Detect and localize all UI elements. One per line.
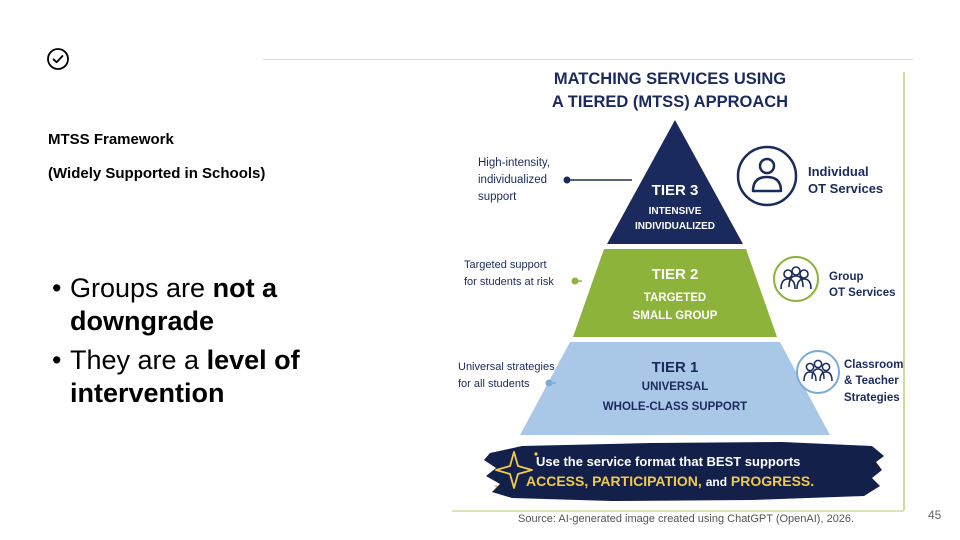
tier-2-left-label-2: for students at risk <box>464 276 554 288</box>
group-icon <box>773 256 819 302</box>
sparkle-icon <box>494 451 538 489</box>
page-number: 45 <box>928 508 942 522</box>
bullet-item: They are a level of intervention <box>52 344 352 410</box>
bullet-list: Groups are not a downgrade They are a le… <box>52 272 352 416</box>
tier-3-left-label-1: High-intensity, <box>478 157 550 169</box>
bullet-item: Groups are not a downgrade <box>52 272 352 338</box>
tier-3-desc1: INTENSIVE <box>649 206 702 217</box>
tier-1-name: TIER 1 <box>652 359 699 376</box>
header-divider <box>263 59 913 60</box>
tier-1-right-label-1: Classroom <box>844 359 903 371</box>
tier-2-left-label-1: Targeted support <box>464 259 547 271</box>
mtss-pyramid-graphic: MATCHING SERVICES USING A TIERED (MTSS) … <box>452 60 912 515</box>
graphic-title-line1: MATCHING SERVICES USING <box>554 70 786 88</box>
tier-2-desc1: TARGETED <box>644 292 706 304</box>
tier-3-left-label-3: support <box>478 191 517 203</box>
tier-3-name: TIER 3 <box>652 182 699 199</box>
banner-line2: ACCESS, PARTICIPATION, and PROGRESS. <box>526 473 814 489</box>
banner-line1: Use the service format that BEST support… <box>536 454 800 469</box>
tier-1-left-label-1: Universal strategies <box>458 361 555 373</box>
tier-1-shape <box>520 342 830 435</box>
tier-3-right-label-2: OT Services <box>808 181 883 196</box>
tier-1-desc1: UNIVERSAL <box>642 381 708 393</box>
tier-3-desc2: INDIVIDUALIZED <box>635 221 715 232</box>
checkmark-circle-icon <box>47 48 69 70</box>
tier-2-name: TIER 2 <box>652 266 699 283</box>
classroom-icon <box>796 350 840 394</box>
slide-subtitle: (Widely Supported in Schools) <box>48 165 266 182</box>
tier-1-left-label-2: for all students <box>458 378 530 390</box>
tier-2-shape <box>573 249 777 337</box>
tier-3-shape <box>607 120 743 244</box>
banner-brush <box>484 442 884 501</box>
tier-2-right-label-1: Group <box>829 271 864 283</box>
source-caption: Source: AI-generated image created using… <box>518 513 855 525</box>
tier-2-right-label-2: OT Services <box>829 287 895 299</box>
tier-2-desc2: SMALL GROUP <box>633 310 718 322</box>
tier-3-left-label-2: individualized <box>478 174 547 186</box>
tier-1-right-label-2: & Teacher <box>844 375 899 387</box>
person-icon <box>736 145 798 207</box>
tier-3-right-label-1: Individual <box>808 164 869 179</box>
slide-title: MTSS Framework <box>48 131 174 148</box>
tier-1-right-label-3: Strategies <box>844 392 900 404</box>
graphic-title-line2: A TIERED (MTSS) APPROACH <box>552 93 788 111</box>
tier-1-desc2: WHOLE-CLASS SUPPORT <box>603 401 747 413</box>
